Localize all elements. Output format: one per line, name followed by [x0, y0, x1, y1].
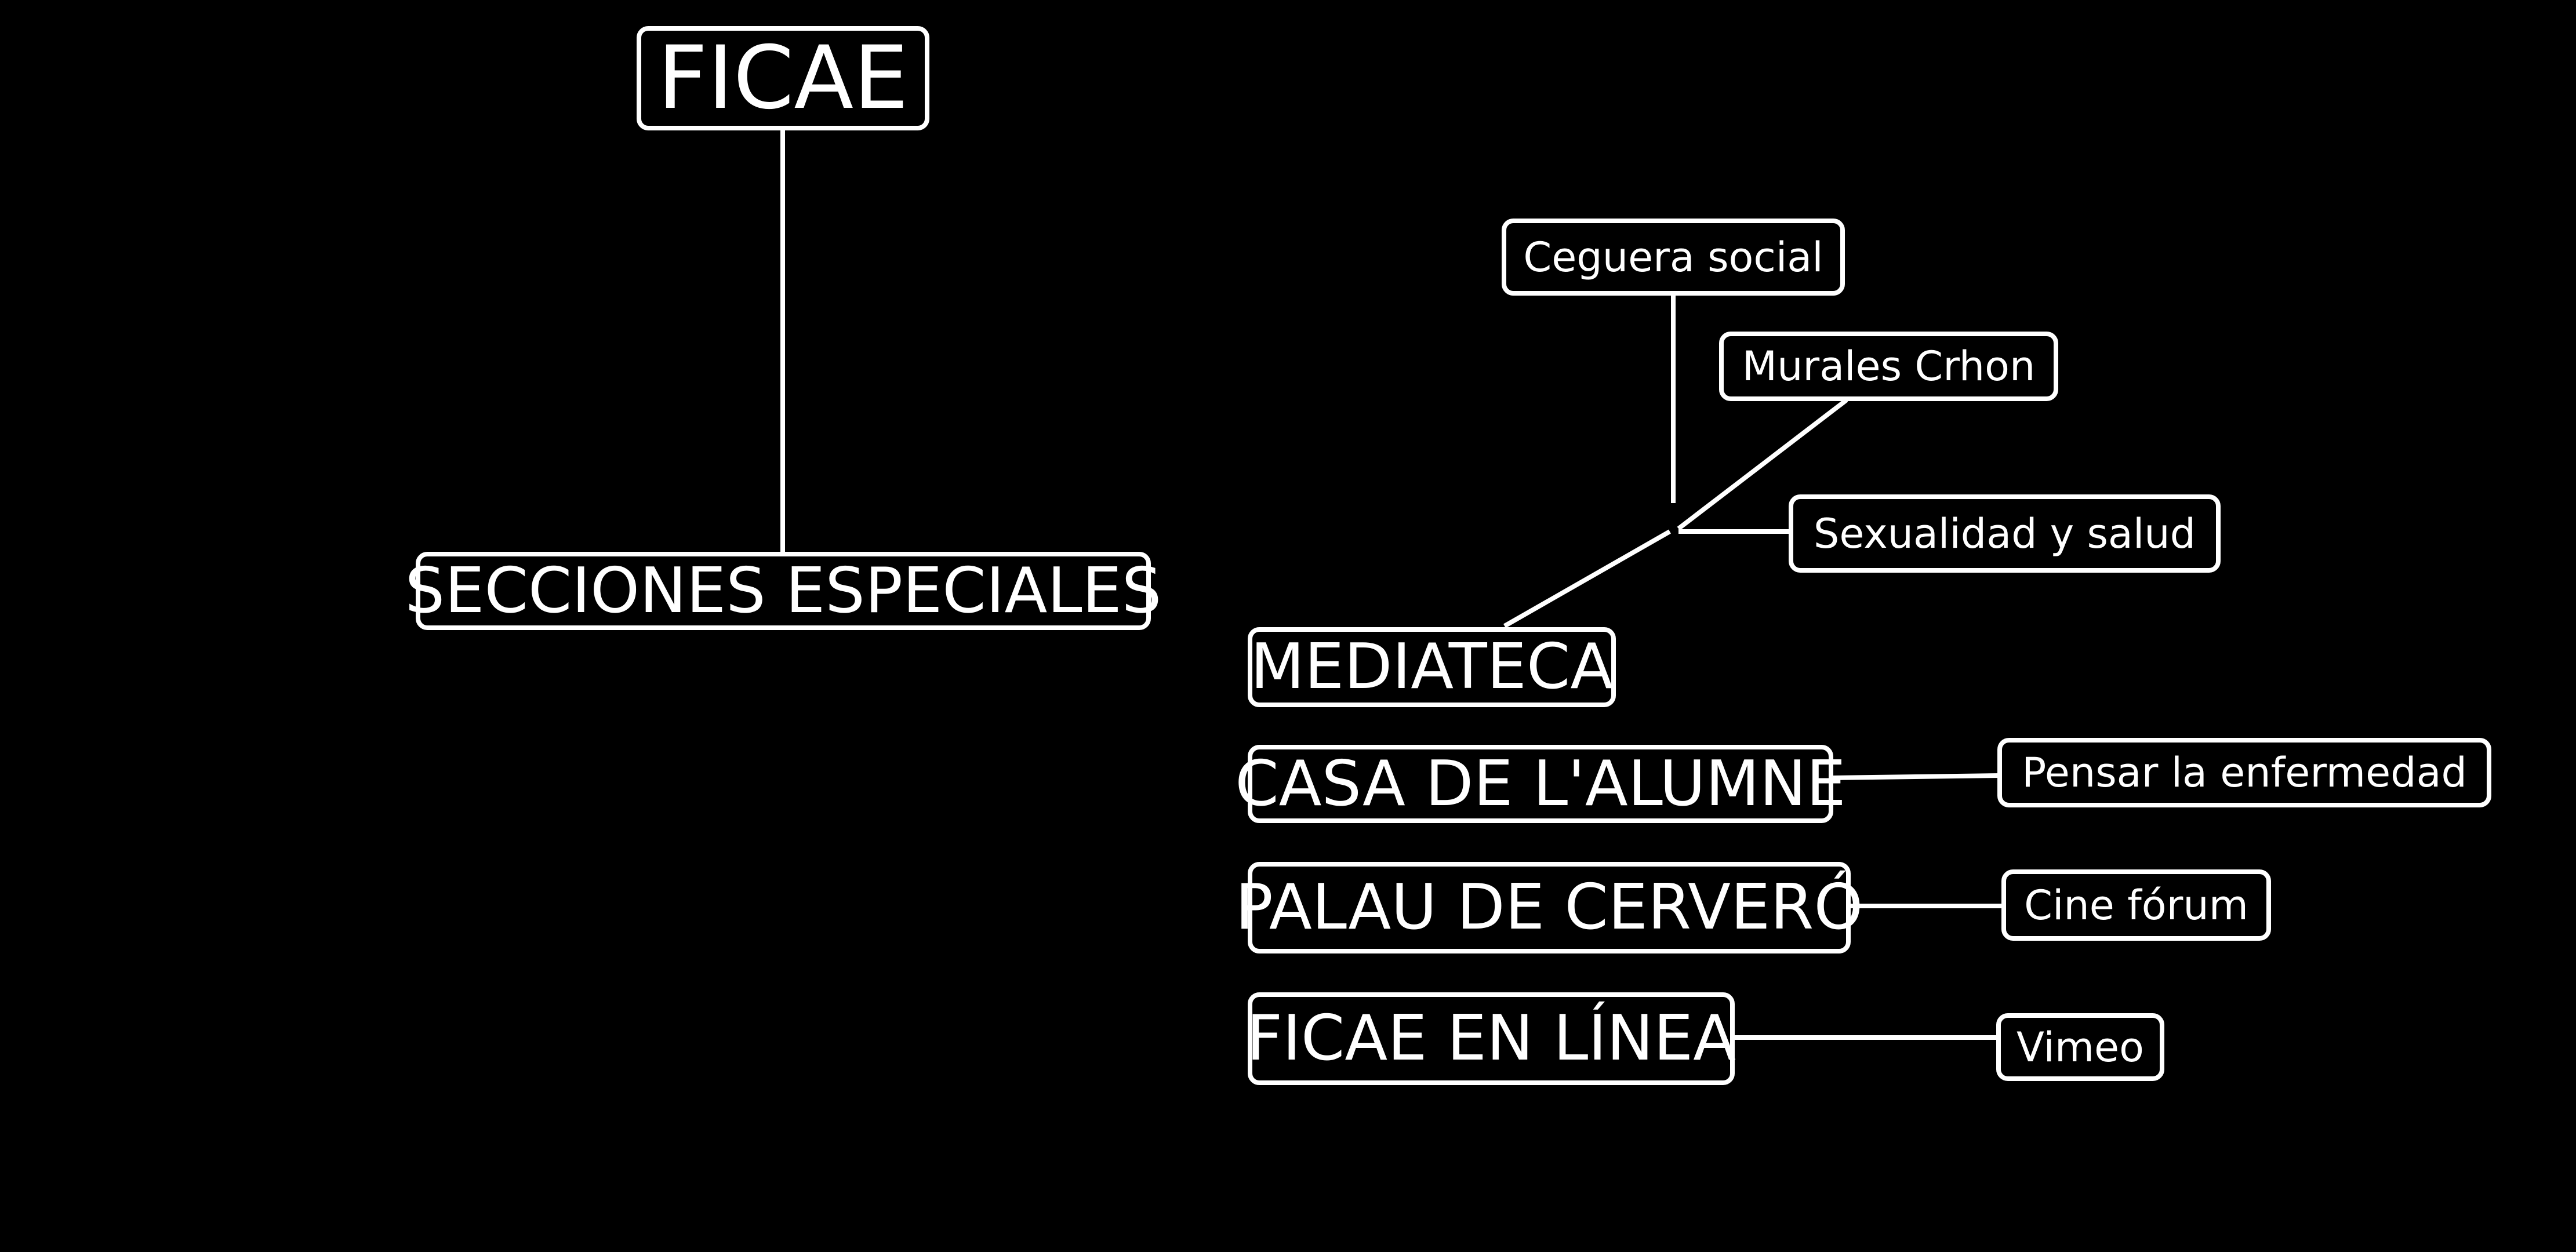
- secciones-especiales-node: SECCIONES ESPECIALES: [405, 552, 1161, 630]
- vimeo-node: Vimeo: [1996, 1013, 2164, 1081]
- mediateca-node: MEDIATECA: [1248, 627, 1616, 707]
- cine-forum-node: Cine fórum: [2001, 869, 2271, 941]
- pensar-la-enfermedad-label: Pensar la enfermedad: [2022, 749, 2467, 796]
- ficae-en-linea-node: FICAE EN LÍNEA: [1246, 992, 1736, 1085]
- murales-crhon-label: Murales Crhon: [1742, 343, 2036, 390]
- casa-de-lalumne-node: CASA DE L'ALUMNE: [1235, 745, 1846, 823]
- mediateca-label: MEDIATECA: [1250, 631, 1614, 703]
- connector-casa-pensar: [1830, 773, 2001, 780]
- palau-de-cervero-label: PALAU DE CERVERÓ: [1235, 871, 1863, 944]
- palau-de-cervero-node: PALAU DE CERVERÓ: [1236, 862, 1863, 953]
- sexualidad-y-salud-label: Sexualidad y salud: [1813, 509, 2196, 558]
- ficae-root-label: FICAE: [657, 28, 909, 129]
- sexualidad-y-salud-node: Sexualidad y salud: [1789, 494, 2221, 573]
- vimeo-label: Vimeo: [2017, 1023, 2144, 1071]
- connector-mediateca-hub: [1503, 529, 1671, 628]
- secciones-especiales-label: SECCIONES ESPECIALES: [405, 554, 1162, 627]
- ficae-en-linea-label: FICAE EN LÍNEA: [1246, 1002, 1736, 1075]
- casa-de-lalumne-label: CASA DE L'ALUMNE: [1235, 747, 1846, 820]
- ceguera-social-label: Ceguera social: [1523, 233, 1823, 281]
- pensar-la-enfermedad-node: Pensar la enfermedad: [1997, 738, 2491, 807]
- ficae-root-node: FICAE: [637, 26, 929, 130]
- ceguera-social-node: Ceguera social: [1502, 219, 1845, 296]
- connector-hub-murales: [1677, 398, 1848, 531]
- murales-crhon-node: Murales Crhon: [1719, 332, 2058, 401]
- cine-forum-label: Cine fórum: [2024, 881, 2248, 929]
